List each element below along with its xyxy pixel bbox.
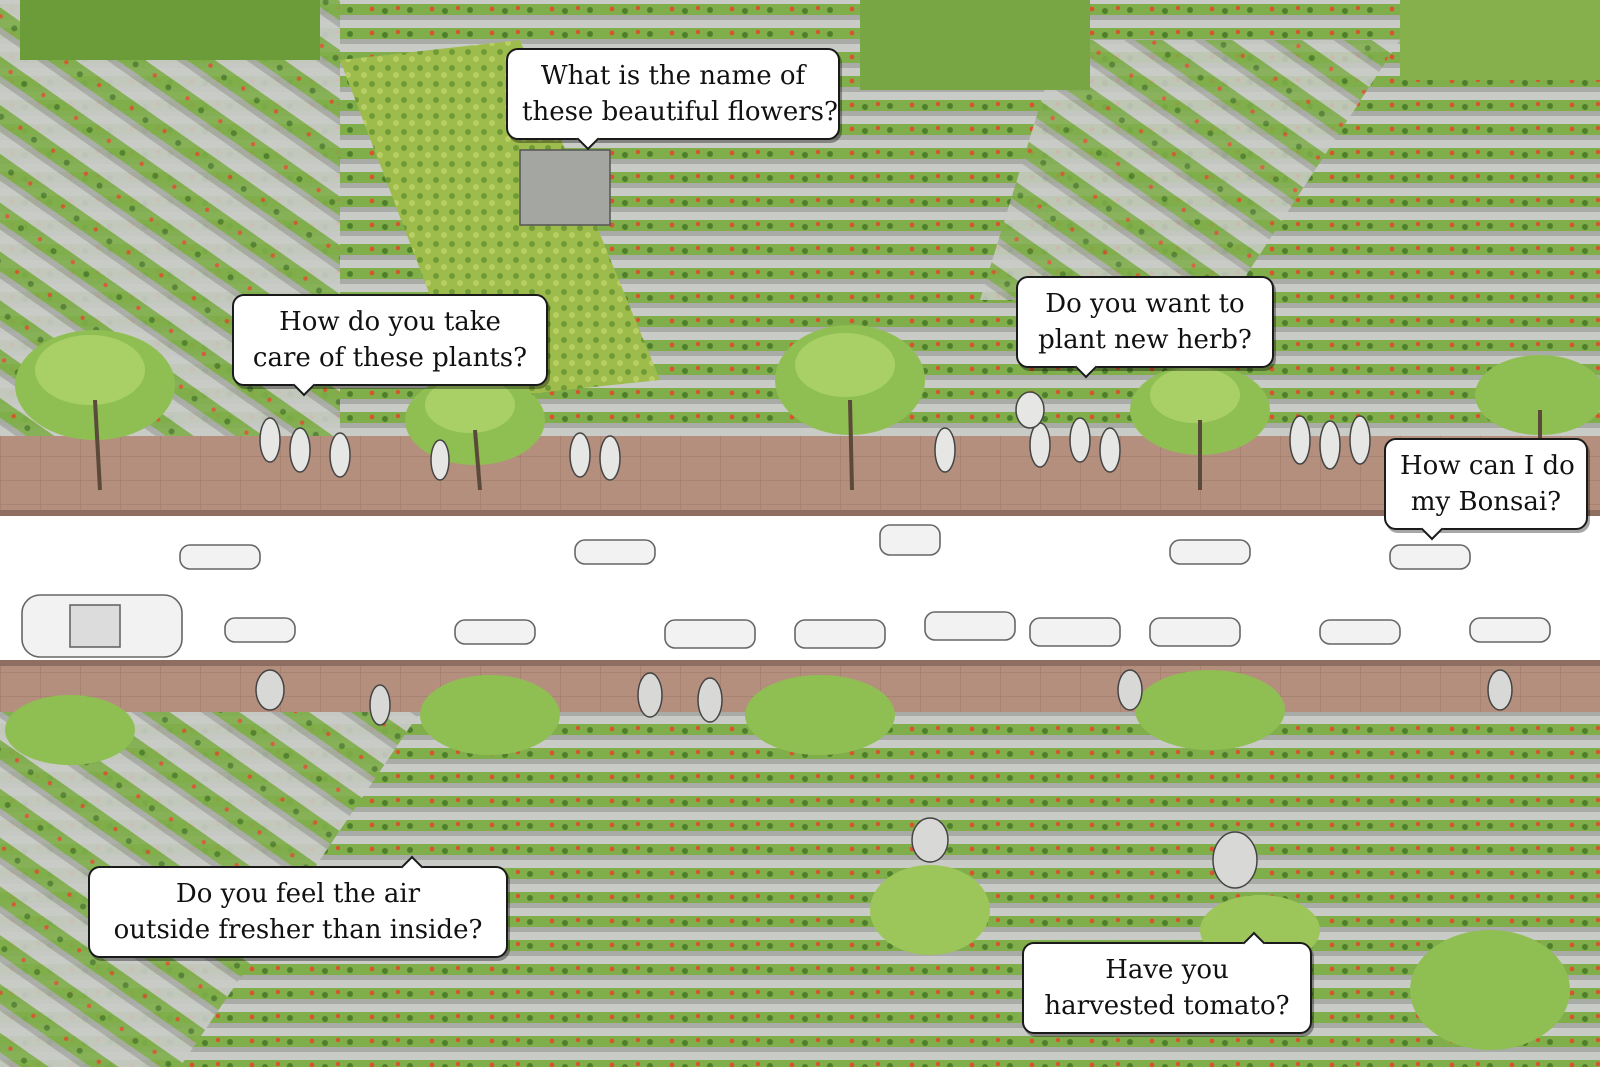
speech-bubble-air: Do you feel the air outside fresher than…: [88, 855, 508, 958]
bubble-line: How can I do: [1400, 451, 1575, 481]
green-wall-facade: [340, 40, 660, 400]
lower-curb: [0, 660, 1600, 666]
bubble-line: Do you want to: [1045, 289, 1245, 319]
lower-pedestrians: [255, 669, 1513, 889]
lower-street-trees: [5, 670, 1570, 1050]
vehicles: [21, 524, 1551, 658]
bubble-line: What is the name of: [540, 61, 806, 91]
bubble-line: my Bonsai?: [1410, 487, 1562, 517]
speech-bubble-plants: How do you take care of these plants?: [232, 294, 548, 397]
rooftop-garden-left: [20, 0, 320, 60]
bubble-line: How do you take: [279, 307, 501, 337]
bubble-line: plant new herb?: [1038, 325, 1252, 355]
balcony-niche: [519, 149, 611, 226]
upper-right-diagonal-planters: [980, 40, 1400, 300]
rooftop-garden-right: [1400, 0, 1600, 80]
motorbikes: [179, 524, 1551, 649]
bubble-line: Do you feel the air: [175, 879, 421, 909]
upper-curb: [0, 510, 1600, 516]
bubble-line: outside fresher than inside?: [113, 915, 483, 945]
bubble-line: Have you: [1105, 955, 1229, 985]
upper-street-trees: [15, 325, 1600, 491]
bubble-line: these beautiful flowers?: [522, 97, 838, 127]
bubble-line: care of these plants?: [252, 343, 528, 373]
rooftop-garden-center: [860, 0, 1090, 90]
speech-bubble-flowers: What is the name of these beautiful flow…: [506, 48, 840, 151]
speech-bubble-tomato: Have you harvested tomato?: [1022, 931, 1312, 1034]
speech-bubble-bonsai: How can I do my Bonsai?: [1384, 438, 1588, 541]
speech-bubble-herb: Do you want to plant new herb?: [1016, 276, 1274, 379]
upper-pedestrians: [259, 391, 1371, 481]
bubble-line: harvested tomato?: [1044, 991, 1290, 1021]
